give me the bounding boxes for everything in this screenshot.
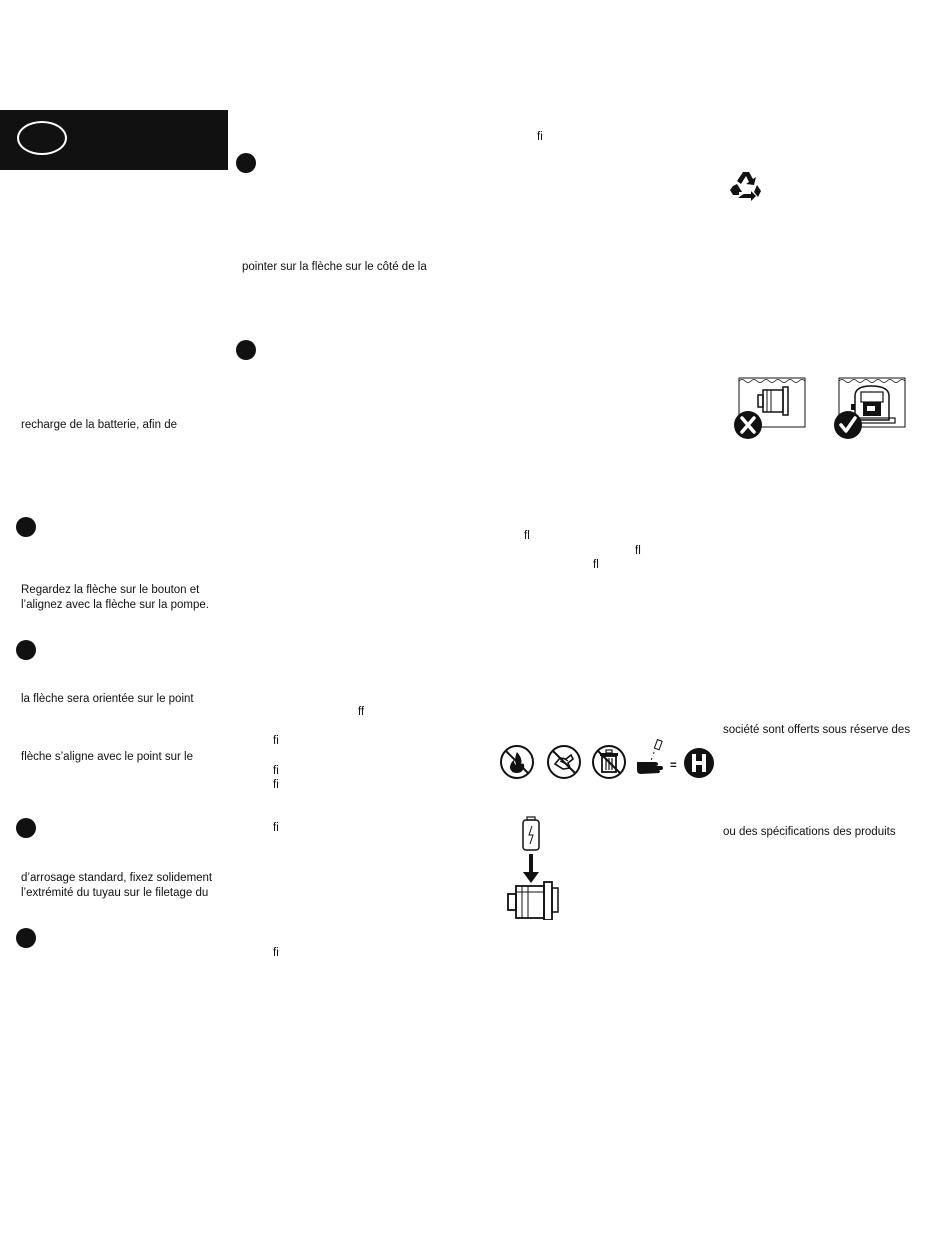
ligature-glyph: fi xyxy=(273,735,279,747)
hazard-h-icon xyxy=(683,747,715,779)
step-bullet xyxy=(16,517,36,537)
ligature-glyph: fl xyxy=(593,559,599,571)
no-fire-icon xyxy=(499,744,535,780)
hose-text-line-1: d’arrosage standard, fixez solidement xyxy=(21,872,213,884)
step-bullet xyxy=(236,153,256,173)
button-text-line-2: l’alignez avec la flèche sur la pompe. xyxy=(21,599,209,611)
button-text-line-1: Regardez la flèche sur le bouton et xyxy=(21,584,200,596)
pump-correct-figure xyxy=(833,376,909,438)
battery-insert-figure xyxy=(502,816,572,920)
specs-text: ou des spécifications des produits xyxy=(723,826,896,838)
pump-wrong-figure xyxy=(733,376,809,438)
ligature-glyph: fi xyxy=(273,947,279,959)
arrow-text-line-2: flèche s’aligne avec le point sur le xyxy=(21,751,193,763)
pointer-text: pointer sur la flèche sur le côté de la xyxy=(242,261,427,273)
language-header-bar xyxy=(0,110,228,170)
company-text: société sont offerts sous réserve des xyxy=(723,724,911,736)
ligature-glyph: fl xyxy=(635,545,641,557)
language-badge-oval xyxy=(17,121,67,155)
step-bullet xyxy=(16,928,36,948)
arrow-text-line-1: la flèche sera orientée sur le point xyxy=(21,693,194,705)
equals-sign: = xyxy=(670,760,677,772)
hand-battery-icon xyxy=(635,736,669,778)
ligature-glyph: fi xyxy=(273,779,279,791)
ligature-glyph: fl xyxy=(524,530,530,542)
step-bullet xyxy=(16,818,36,838)
cross-mark-icon xyxy=(733,410,763,440)
step-bullet xyxy=(236,340,256,360)
hose-text-line-2: l’extrémité du tuyau sur le filetage du xyxy=(21,887,209,899)
ligature-glyph: fi xyxy=(273,765,279,777)
ligature-glyph: fi xyxy=(273,822,279,834)
ligature-glyph: ff xyxy=(358,706,365,718)
battery-text: recharge de la batterie, afin de xyxy=(21,419,177,431)
recycle-icon xyxy=(729,170,763,202)
check-mark-icon xyxy=(833,410,863,440)
ligature-glyph: fi xyxy=(537,131,543,143)
step-bullet xyxy=(16,640,36,660)
no-trash-icon xyxy=(591,744,627,780)
no-crush-icon xyxy=(546,744,582,780)
